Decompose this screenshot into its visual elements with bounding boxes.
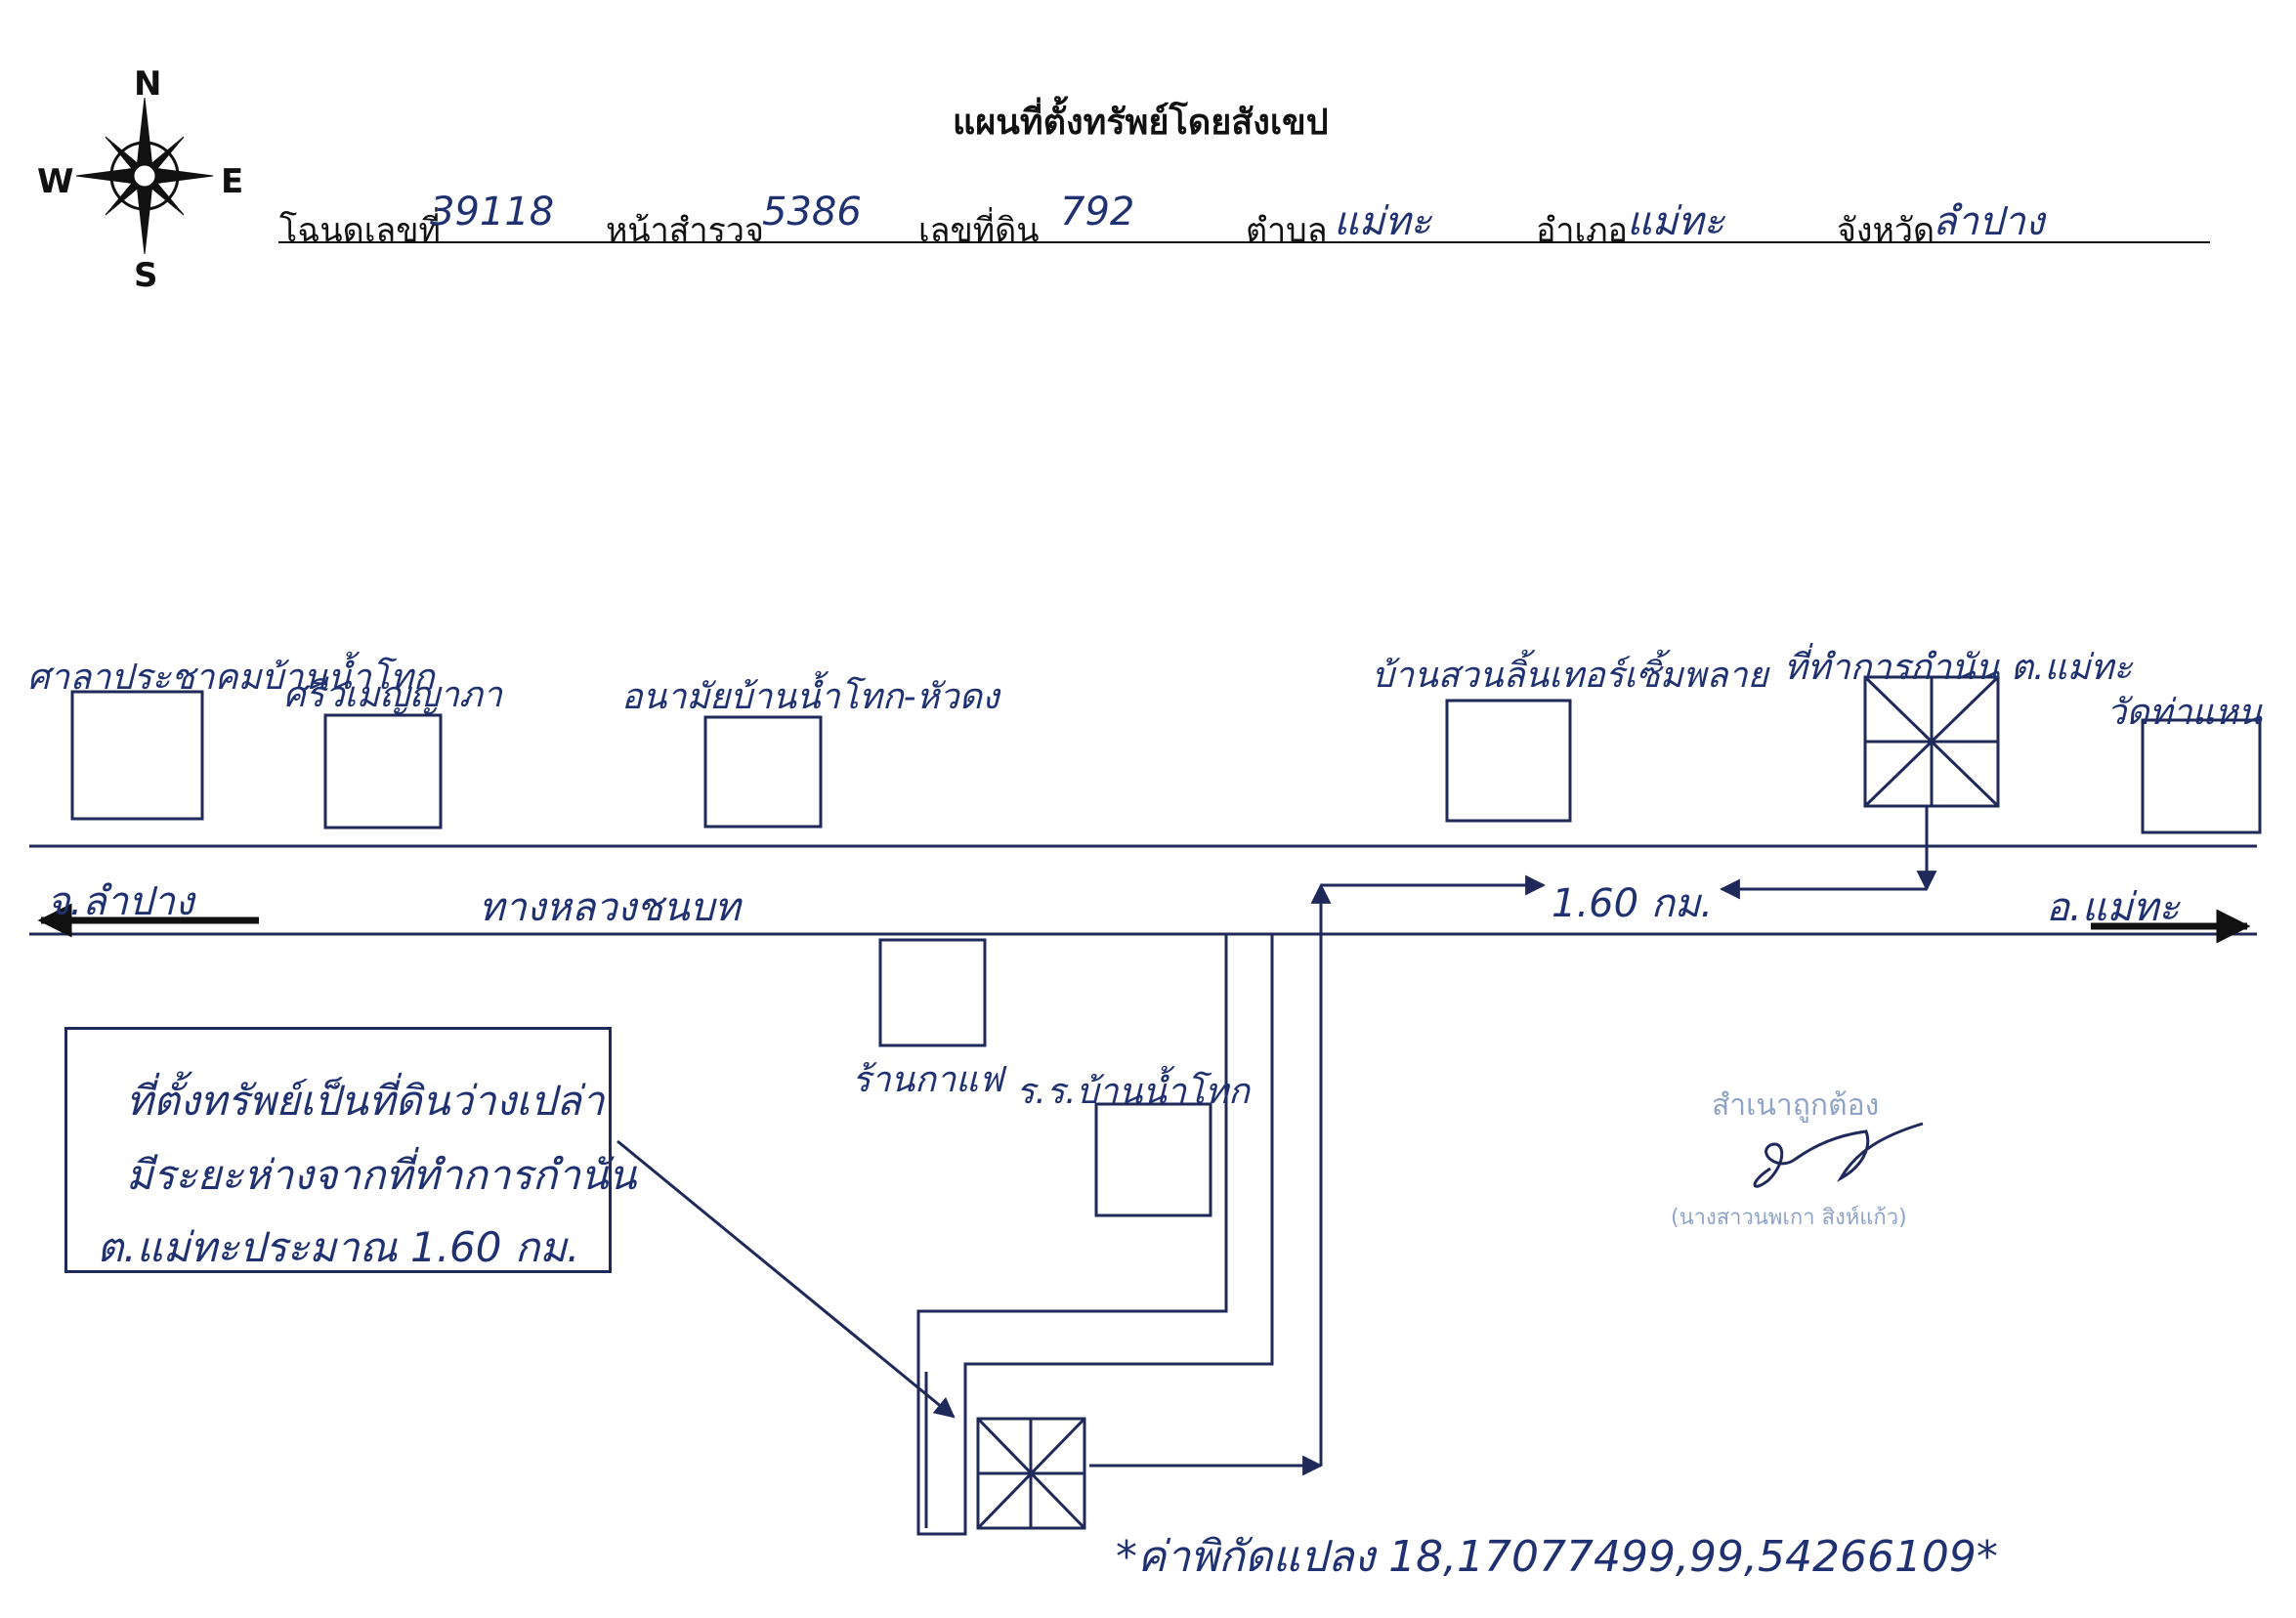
landmark-box-1 <box>70 690 204 821</box>
left-destination: จ.ลำปาง <box>47 879 194 924</box>
landmark-label-7: ร้านกาแฟ <box>852 1060 1003 1100</box>
landmark-box-6 <box>2141 718 2262 834</box>
coordinates-text: *ค่าพิกัดแปลง 18,17077499,99,54266109* <box>1116 1532 1998 1582</box>
landmark-label-3: อนามัยบ้านน้ำโทก-หัวดง <box>621 677 999 717</box>
note-box: ที่ตั้งทรัพย์เป็นที่ดินว่างเปล่า มีระยะห… <box>64 1027 636 1273</box>
stamp-line-2: (นางสาวนพเกา สิงห์แก้ว) <box>1671 1206 1907 1230</box>
deed-value: 39118 <box>430 190 555 234</box>
subdistrict-value: แม่ทะ <box>1334 199 1431 244</box>
province-label: จังหวัด <box>1837 211 1935 250</box>
landmark-box-3 <box>703 715 823 829</box>
note-line-2: มีระยะห่างจากที่ทำการกำนัน <box>126 1151 637 1199</box>
landmark-box-2 <box>323 713 443 830</box>
survey-value: 5386 <box>762 190 862 234</box>
landmark-label-8: ร.ร.บ้านน้ำโทก <box>1016 1072 1250 1112</box>
note-line-3: ต.แม่ทะประมาณ 1.60 กม. <box>97 1223 580 1271</box>
district-label: อำเภอ <box>1536 211 1628 250</box>
landmark-box-4 <box>1445 699 1572 823</box>
land-no-value: 792 <box>1060 190 1135 234</box>
right-destination: อ.แม่ทะ <box>2046 885 2180 930</box>
district-value: แม่ทะ <box>1627 199 1724 244</box>
stamp-signature <box>1753 1122 1924 1188</box>
land-no-label: เลขที่ดิน <box>918 211 1040 250</box>
landmark-label-2: ศรีวเมญญาภา <box>283 675 502 715</box>
road-name: ทางหลวงชนบท <box>479 885 741 930</box>
compass-s: S <box>134 256 158 295</box>
access-lane <box>916 934 1274 1536</box>
stamp-line-1: สำเนาถูกต้อง <box>1712 1088 1880 1123</box>
landmark-box-7 <box>878 938 987 1047</box>
note-pointer <box>617 1139 956 1419</box>
subject-property-marker <box>976 1417 1086 1530</box>
map-title: แผนที่ตั้งทรัพย์โดยสังเขป <box>953 103 1329 143</box>
distance-route <box>1089 806 1937 1476</box>
compass-icon <box>75 97 214 255</box>
province-value: ลำปาง <box>1933 199 2045 244</box>
compass-n: N <box>134 64 162 104</box>
note-line-1: ที่ตั้งทรัพย์เป็นที่ดินว่างเปล่า <box>126 1077 605 1125</box>
survey-label: หน้าสำรวจ <box>606 211 764 250</box>
landmark-label-4: บ้านสวนลิ้นเทอร์เซิ้มพลาย <box>1372 656 1768 696</box>
compass-w: W <box>37 162 74 201</box>
deed-label: โฉนดเลขที่ <box>279 211 441 250</box>
subdistrict-label: ตำบล <box>1246 211 1328 250</box>
landmark-label-1: ศาลาประชาคมบ้านน้ำโทก <box>27 658 435 698</box>
kamnan-office-marker <box>1863 675 2000 808</box>
landmark-label-5: ที่ทำการกำนัน ต.แม่ทะ <box>1784 648 2133 688</box>
landmark-label-6: วัดท่าแหน <box>2106 693 2263 733</box>
distance-label: 1.60 กม. <box>1552 881 1714 926</box>
compass-e: E <box>221 162 244 201</box>
landmark-box-8 <box>1094 1102 1212 1217</box>
